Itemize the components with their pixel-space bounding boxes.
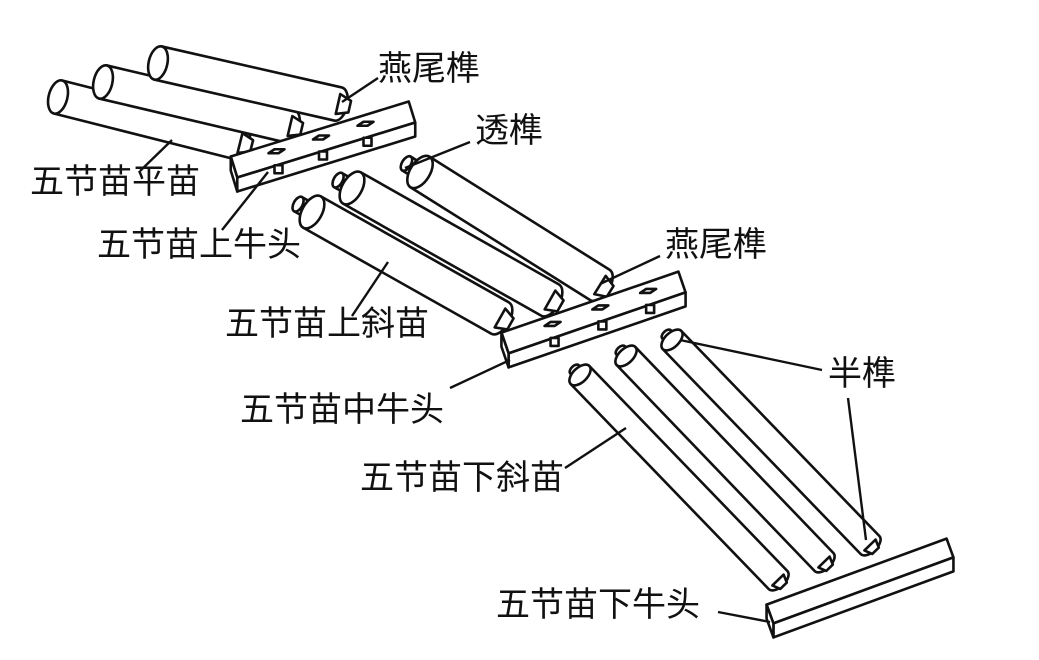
- shang-xiemiao-member-2: [331, 170, 565, 318]
- xia-xiemiao-member-1: [568, 363, 790, 592]
- pingmiao-member-2: [91, 64, 305, 144]
- pingmiao-member-3: [146, 44, 353, 122]
- leader-wujie-shang-xiemiao: [351, 261, 389, 317]
- leader-wujie-zhong-niutou: [449, 358, 511, 390]
- xia-xiemiao-member-2: [614, 344, 836, 574]
- label-toushun: 透榫: [475, 111, 543, 151]
- leader-wujie-shang-niutou: [221, 171, 269, 231]
- label-yanweisun-top: 燕尾榫: [378, 49, 480, 89]
- leader-wujie-pingmiao: [139, 139, 173, 172]
- xia-xiemiao-member-3: [660, 328, 882, 557]
- leader-bansun-2: [846, 397, 868, 541]
- label-wujie-xia-niutou: 五节苗下牛头: [496, 585, 700, 625]
- shang-niutou-beam: [229, 100, 417, 193]
- leader-wujie-xia-niutou: [717, 610, 771, 624]
- label-wujie-xia-xiemiao: 五节苗下斜苗: [360, 458, 564, 498]
- label-wujie-shang-xiemiao: 五节苗上斜苗: [225, 304, 429, 344]
- label-yanweisun-mid: 燕尾榫: [665, 225, 767, 265]
- label-wujie-pingmiao: 五节苗平苗: [30, 162, 200, 202]
- members: [46, 44, 955, 639]
- xia-niutou-beam: [765, 537, 955, 639]
- leader-toushun: [404, 140, 471, 170]
- leader-yanweisun-mid: [599, 254, 661, 286]
- leader-wujie-xia-xiemiao: [564, 426, 627, 470]
- label-wujie-zhong-niutou: 五节苗中牛头: [240, 390, 444, 430]
- label-bansun: 半榫: [828, 354, 896, 394]
- leader-lines: [139, 77, 868, 624]
- label-wujie-shang-niutou: 五节苗上牛头: [97, 225, 301, 265]
- shang-xiemiao-member-1: [291, 194, 515, 336]
- leader-bansun-1: [679, 338, 823, 372]
- leader-yanweisun-top: [341, 77, 379, 103]
